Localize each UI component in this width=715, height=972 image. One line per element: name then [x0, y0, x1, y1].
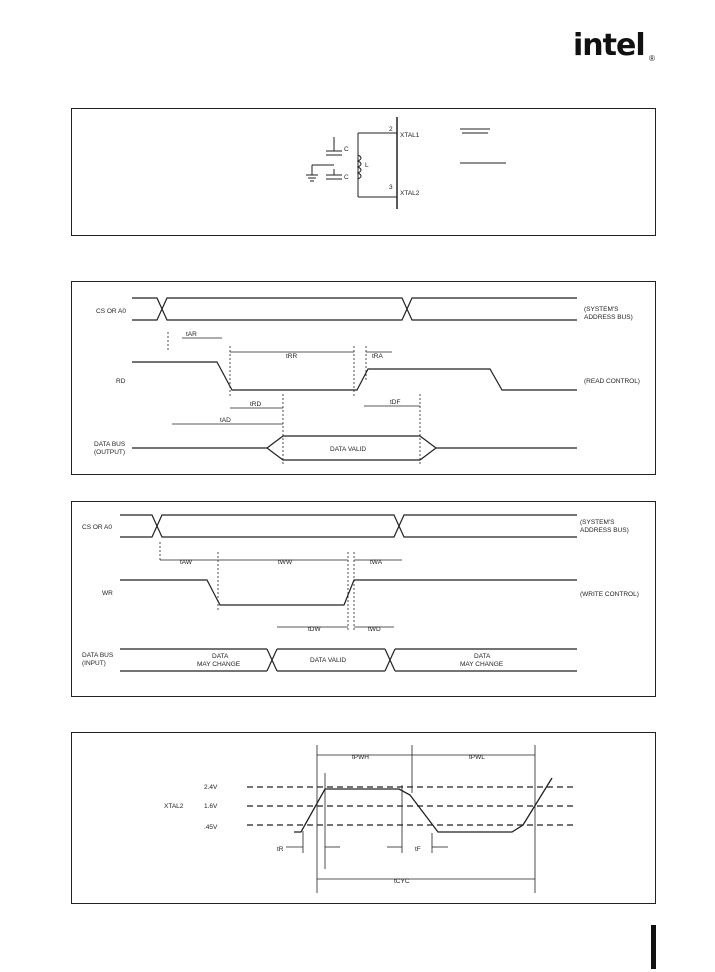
- write-right-sys-2: ADDRESS BUS): [580, 527, 629, 534]
- write-timing-panel: tAW tWW tWA tDW tWD CS OR A0 WR DATA BUS…: [71, 501, 656, 697]
- data-bus-input-waveform: [120, 648, 577, 672]
- cap-c2-label: C: [344, 174, 349, 181]
- read-sig-cs: CS OR A0: [96, 308, 126, 315]
- rd-waveform: [132, 361, 577, 391]
- write-sig-bus-2: (INPUT): [82, 660, 106, 667]
- cs-waveform: [132, 297, 577, 321]
- read-sig-bus-1: DATA BUS: [94, 441, 126, 448]
- wr-waveform: [120, 579, 577, 606]
- clock-waveform-panel: XTAL2 2.4V 1.6V .45V tPWH tPWL tR tF tCY…: [71, 732, 656, 904]
- t-rr-label: tRR: [286, 353, 298, 360]
- t-r-label: tR: [277, 846, 284, 853]
- write-sig-wr: WR: [102, 590, 113, 597]
- write-right-ctrl: (WRITE CONTROL): [580, 591, 639, 598]
- t-ra-label: tRA: [372, 353, 384, 360]
- write-timing-diagram: tAW tWW tWA tDW tWD CS OR A0 WR DATA BUS…: [82, 514, 639, 672]
- clock-waveform-diagram: XTAL2 2.4V 1.6V .45V tPWH tPWL tR tF tCY…: [164, 745, 577, 893]
- clock-guide-lines: [286, 745, 536, 893]
- xtal2-pin-label: XTAL2: [400, 190, 420, 197]
- write-guide-lines: [159, 542, 355, 632]
- clock-sig-xtal2: XTAL2: [164, 803, 184, 810]
- read-timing-panel: tAR tRR tRA tRD tDF tAD CS OR A0 RD DATA…: [71, 281, 656, 475]
- t-ww-label: tWW: [278, 559, 293, 566]
- t-ad-label: tAD: [220, 417, 231, 424]
- read-timing-arrows: [172, 337, 420, 425]
- t-ar-label: tAR: [186, 331, 197, 338]
- write-right-sys-1: (SYSTEM'S: [580, 519, 615, 526]
- read-right-sys-1: (SYSTEM'S: [584, 306, 619, 313]
- write-data-valid: DATA VALID: [310, 657, 346, 664]
- write-sig-cs: CS OR A0: [82, 524, 112, 531]
- write-may-change-right-2: MAY CHANGE: [460, 661, 504, 668]
- cs-write-waveform: [120, 514, 577, 538]
- t-pwl-label: tPWL: [469, 754, 485, 761]
- inductor-label: L: [365, 162, 369, 169]
- level-045v-label: .45V: [204, 824, 218, 831]
- write-timing-arrows: [160, 559, 402, 628]
- t-wd-label: tWD: [368, 626, 381, 633]
- level-16v-label: 1.6V: [204, 803, 218, 810]
- t-df-label: tDF: [390, 399, 401, 406]
- t-aw-label: tAW: [180, 559, 193, 566]
- t-rd-label: tRD: [250, 401, 262, 408]
- level-24v-label: 2.4V: [204, 784, 218, 791]
- xtal1-pin-label: XTAL1: [400, 132, 420, 139]
- t-f-label: tF: [415, 846, 421, 853]
- read-right-ctrl: (READ CONTROL): [584, 378, 640, 385]
- t-dw-label: tDW: [308, 626, 322, 633]
- write-may-change-right-1: DATA: [474, 653, 491, 660]
- read-sig-rd: RD: [116, 378, 126, 385]
- write-may-change-left-2: MAY CHANGE: [197, 661, 241, 668]
- write-sig-bus-1: DATA BUS: [82, 652, 114, 659]
- inductor-symbol: [356, 154, 362, 180]
- write-may-change-left-1: DATA: [212, 653, 229, 660]
- read-sig-bus-2: (OUTPUT): [94, 449, 125, 456]
- cap-c1-label: C: [344, 146, 349, 153]
- t-pwh-label: tPWH: [352, 754, 369, 761]
- xtal2-clock-waveform: [294, 777, 553, 833]
- t-cyc-label: tCYC: [394, 878, 410, 885]
- logo-brand: intel: [573, 28, 646, 63]
- intel-logo: intel ®: [573, 28, 663, 74]
- read-data-valid: DATA VALID: [330, 446, 366, 453]
- xtal2-pin-number: 3: [389, 184, 393, 191]
- page-margin-bar: [651, 925, 656, 969]
- read-right-sys-2: ADDRESS BUS): [584, 314, 633, 321]
- logo-registered-mark: ®: [649, 54, 655, 63]
- t-wa-label: tWA: [370, 559, 383, 566]
- crystal-circuit-diagram: 2 XTAL1 3 XTAL2 C C L: [306, 117, 506, 209]
- crystal-circuit-panel: 2 XTAL1 3 XTAL2 C C L: [71, 108, 656, 236]
- read-timing-diagram: tAR tRR tRA tRD tDF tAD CS OR A0 RD DATA…: [94, 297, 640, 464]
- xtal1-pin-number: 2: [389, 126, 393, 133]
